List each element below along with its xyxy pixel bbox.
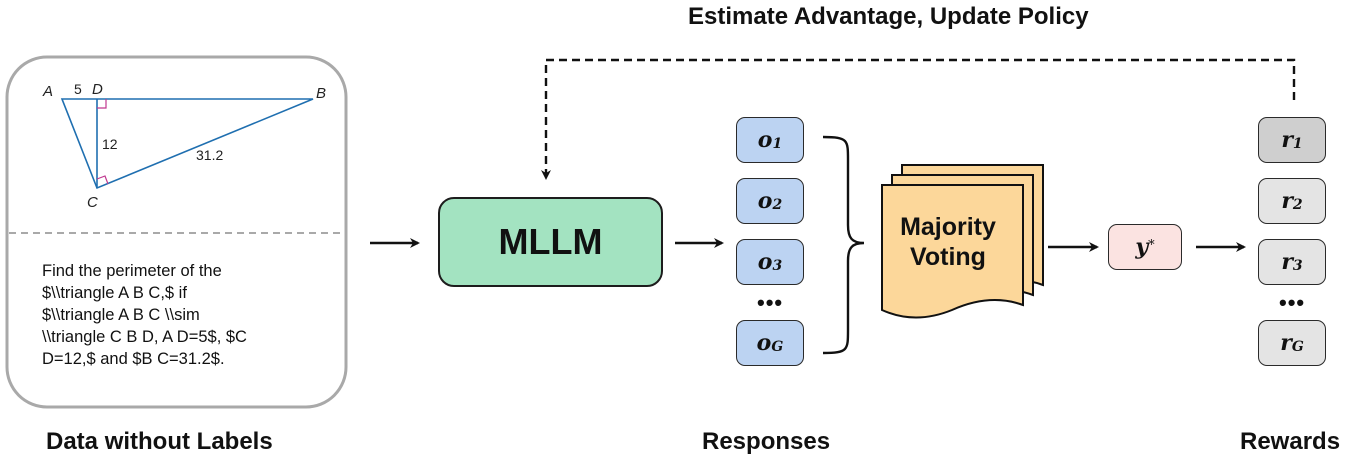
reward-symbol: r — [1280, 330, 1292, 356]
mllm-label: MLLM — [498, 221, 603, 262]
vertex-b-label: B — [316, 85, 326, 102]
feedback-title: Estimate Advantage, Update Policy — [688, 3, 1089, 30]
input-panel-frame — [5, 55, 348, 409]
problem-line: \\triangle C B D, A D=5$, $C — [42, 328, 247, 346]
responses-caption: Responses — [702, 428, 831, 455]
problem-line: $\\triangle A B C,$ if — [42, 284, 187, 302]
vertex-d-label: D — [92, 81, 103, 98]
response-index: 1 — [772, 136, 783, 152]
right-angle-mark-c — [96, 175, 109, 185]
voting-label: Majority Voting — [883, 212, 1013, 272]
problem-line: $\\triangle A B C \\sim — [42, 306, 200, 324]
voting-document-stack — [881, 164, 1044, 319]
response-symbol: o — [757, 249, 773, 275]
pseudo-label-star: * — [1148, 237, 1155, 253]
reward-index: 3 — [1292, 258, 1303, 274]
problem-line: Find the perimeter of the — [42, 262, 222, 280]
response-symbol: o — [757, 188, 773, 214]
pseudo-label-box: y* — [1108, 224, 1182, 270]
vertex-c-label: C — [87, 194, 98, 211]
rewards-caption: Rewards — [1240, 428, 1341, 455]
triangle-abc — [60, 98, 314, 190]
reward-symbol: r — [1281, 188, 1293, 214]
feedback-arrow — [541, 58, 1296, 180]
problem-line: D=12,$ and $B C=31.2$. — [42, 350, 225, 368]
reward-index: 2 — [1292, 197, 1303, 213]
voting-label-line: Majority — [900, 213, 996, 241]
responses-ellipsis: ••• — [757, 290, 784, 315]
response-index: 3 — [772, 258, 783, 274]
vertex-a-label: A — [42, 83, 53, 100]
reward-symbol: r — [1281, 127, 1293, 153]
length-cd-label: 12 — [102, 136, 118, 152]
reward-symbol: r — [1281, 249, 1293, 275]
reward-index: 1 — [1292, 136, 1303, 152]
responses-brace — [822, 135, 865, 355]
triangle-figure: A D B C 5 12 31.2 — [42, 81, 326, 211]
right-angle-mark-d — [97, 99, 107, 109]
response-index: G — [771, 339, 784, 355]
response-index: 2 — [772, 197, 783, 213]
response-symbol: o — [757, 127, 773, 153]
voting-label-line: Voting — [910, 243, 986, 271]
mllm-box: MLLM — [438, 197, 663, 287]
response-symbol: o — [756, 330, 772, 356]
length-bc-label: 31.2 — [196, 147, 223, 163]
problem-text: Find the perimeter of the $\\triangle A … — [42, 260, 322, 370]
rewards-ellipsis: ••• — [1279, 290, 1306, 315]
length-ad-label: 5 — [74, 81, 82, 97]
reward-index: G — [1291, 339, 1304, 355]
pseudo-label-symbol: y — [1135, 234, 1149, 260]
input-caption: Data without Labels — [46, 428, 273, 455]
